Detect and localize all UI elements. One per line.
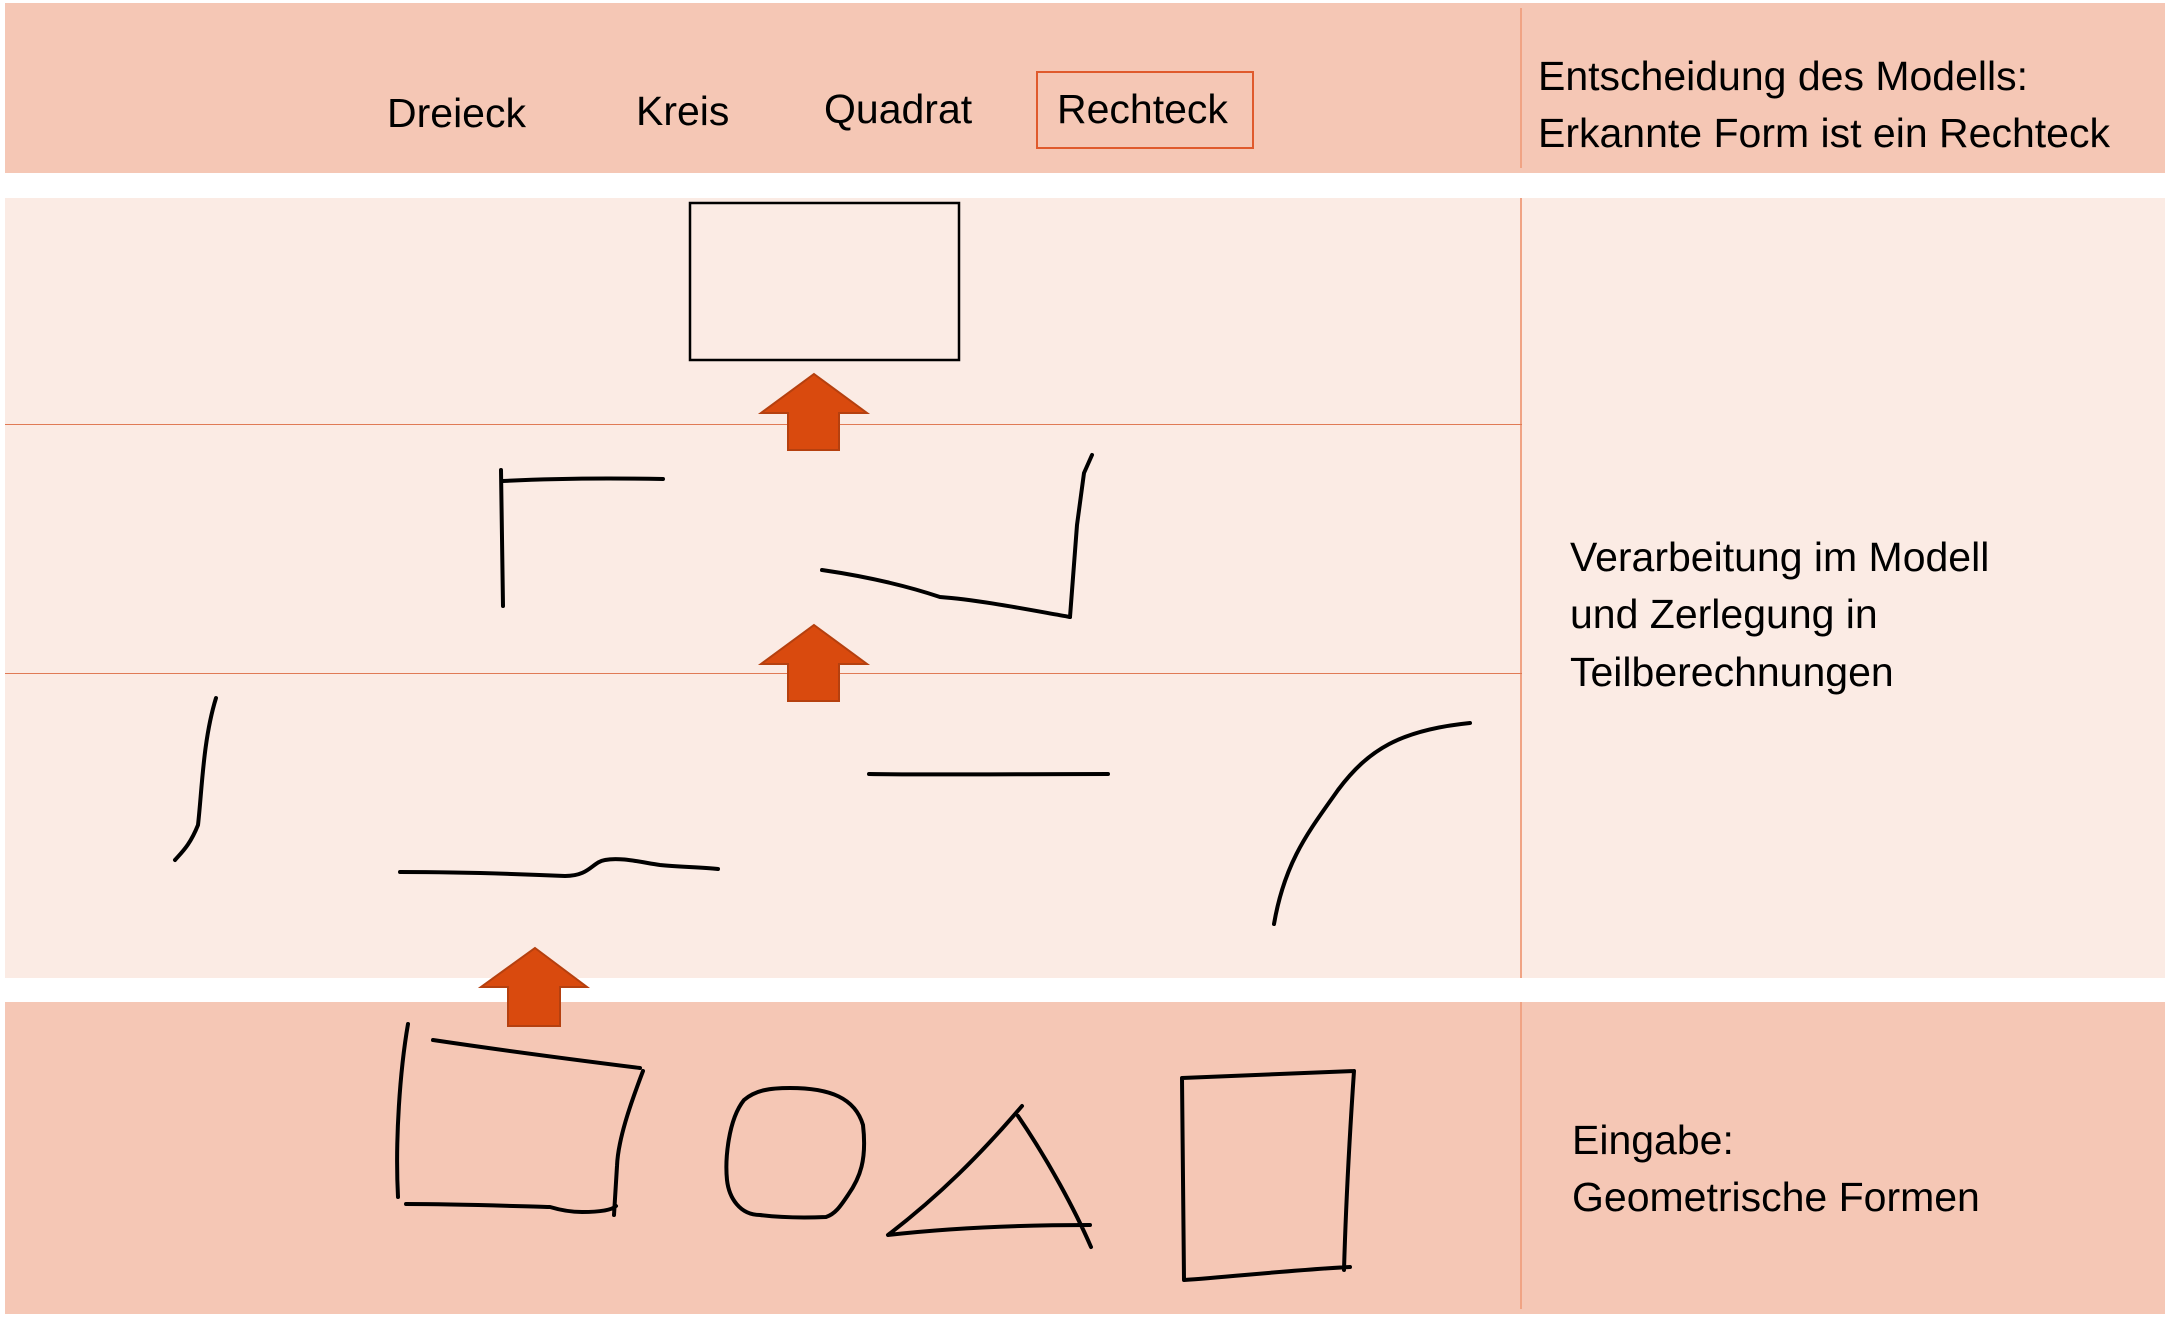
- processing-description-line-3: Teilberechnungen: [1570, 648, 1894, 695]
- processing-band: [5, 198, 2165, 978]
- output-description: Entscheidung des Modells: Erkannte Form …: [1538, 48, 2110, 163]
- recognized-rectangle: [688, 201, 961, 362]
- arrow-up-to-edges: [477, 946, 590, 1027]
- class-label-quadrat: Quadrat: [824, 86, 973, 132]
- corner-fragment-right-vertical: [1068, 453, 1094, 619]
- input-description-line-1: Eingabe:: [1572, 1117, 1734, 1163]
- input-column-divider: [1520, 1002, 1522, 1309]
- processing-description-line-2: und Zerlegung in: [1570, 591, 1878, 638]
- output-description-line-2: Erkannte Form ist ein Rechteck: [1538, 110, 2110, 157]
- corner-fragment-left-horizontal: [501, 476, 665, 483]
- output-band: [5, 3, 2165, 173]
- class-label-dreieck: Dreieck: [387, 90, 526, 136]
- edge-fragment-vertical: [173, 696, 218, 862]
- processing-description: Verarbeitung im Modell und Zerlegung in …: [1570, 529, 1989, 701]
- corner-fragment-right-horizontal: [820, 568, 1072, 619]
- input-circle: [724, 1086, 867, 1220]
- input-triangle: [886, 1104, 1093, 1249]
- output-description-line-1: Entscheidung des Modells:: [1538, 53, 2029, 99]
- processing-layer-divider-1: [5, 424, 1522, 425]
- input-rectangle-top: [431, 1038, 642, 1070]
- arrow-up-to-corners: [757, 623, 871, 702]
- corner-fragment-left-vertical: [499, 468, 505, 608]
- input-description-line-2: Geometrische Formen: [1572, 1174, 1980, 1221]
- processing-description-line-1: Verarbeitung im Modell: [1570, 534, 1990, 580]
- input-description: Eingabe: Geometrische Formen: [1572, 1112, 1980, 1227]
- output-column-divider: [1520, 8, 1522, 168]
- arrow-up-to-output: [757, 372, 871, 451]
- edge-fragment-curve: [1272, 721, 1472, 926]
- input-rectangle-bottom: [404, 1202, 618, 1214]
- input-rectangle-right: [612, 1069, 645, 1217]
- input-rectangle-left: [395, 1022, 410, 1199]
- input-band: [5, 1002, 2165, 1314]
- class-label-kreis: Kreis: [636, 88, 730, 134]
- selected-class-highlight: [1036, 71, 1254, 149]
- class-label-rechteck: Rechteck: [1057, 86, 1228, 132]
- edge-fragment-wavy-horizontal: [398, 857, 720, 878]
- processing-layer-divider-2: [5, 673, 1522, 674]
- processing-column-divider: [1520, 198, 1522, 978]
- input-square: [1180, 1069, 1356, 1282]
